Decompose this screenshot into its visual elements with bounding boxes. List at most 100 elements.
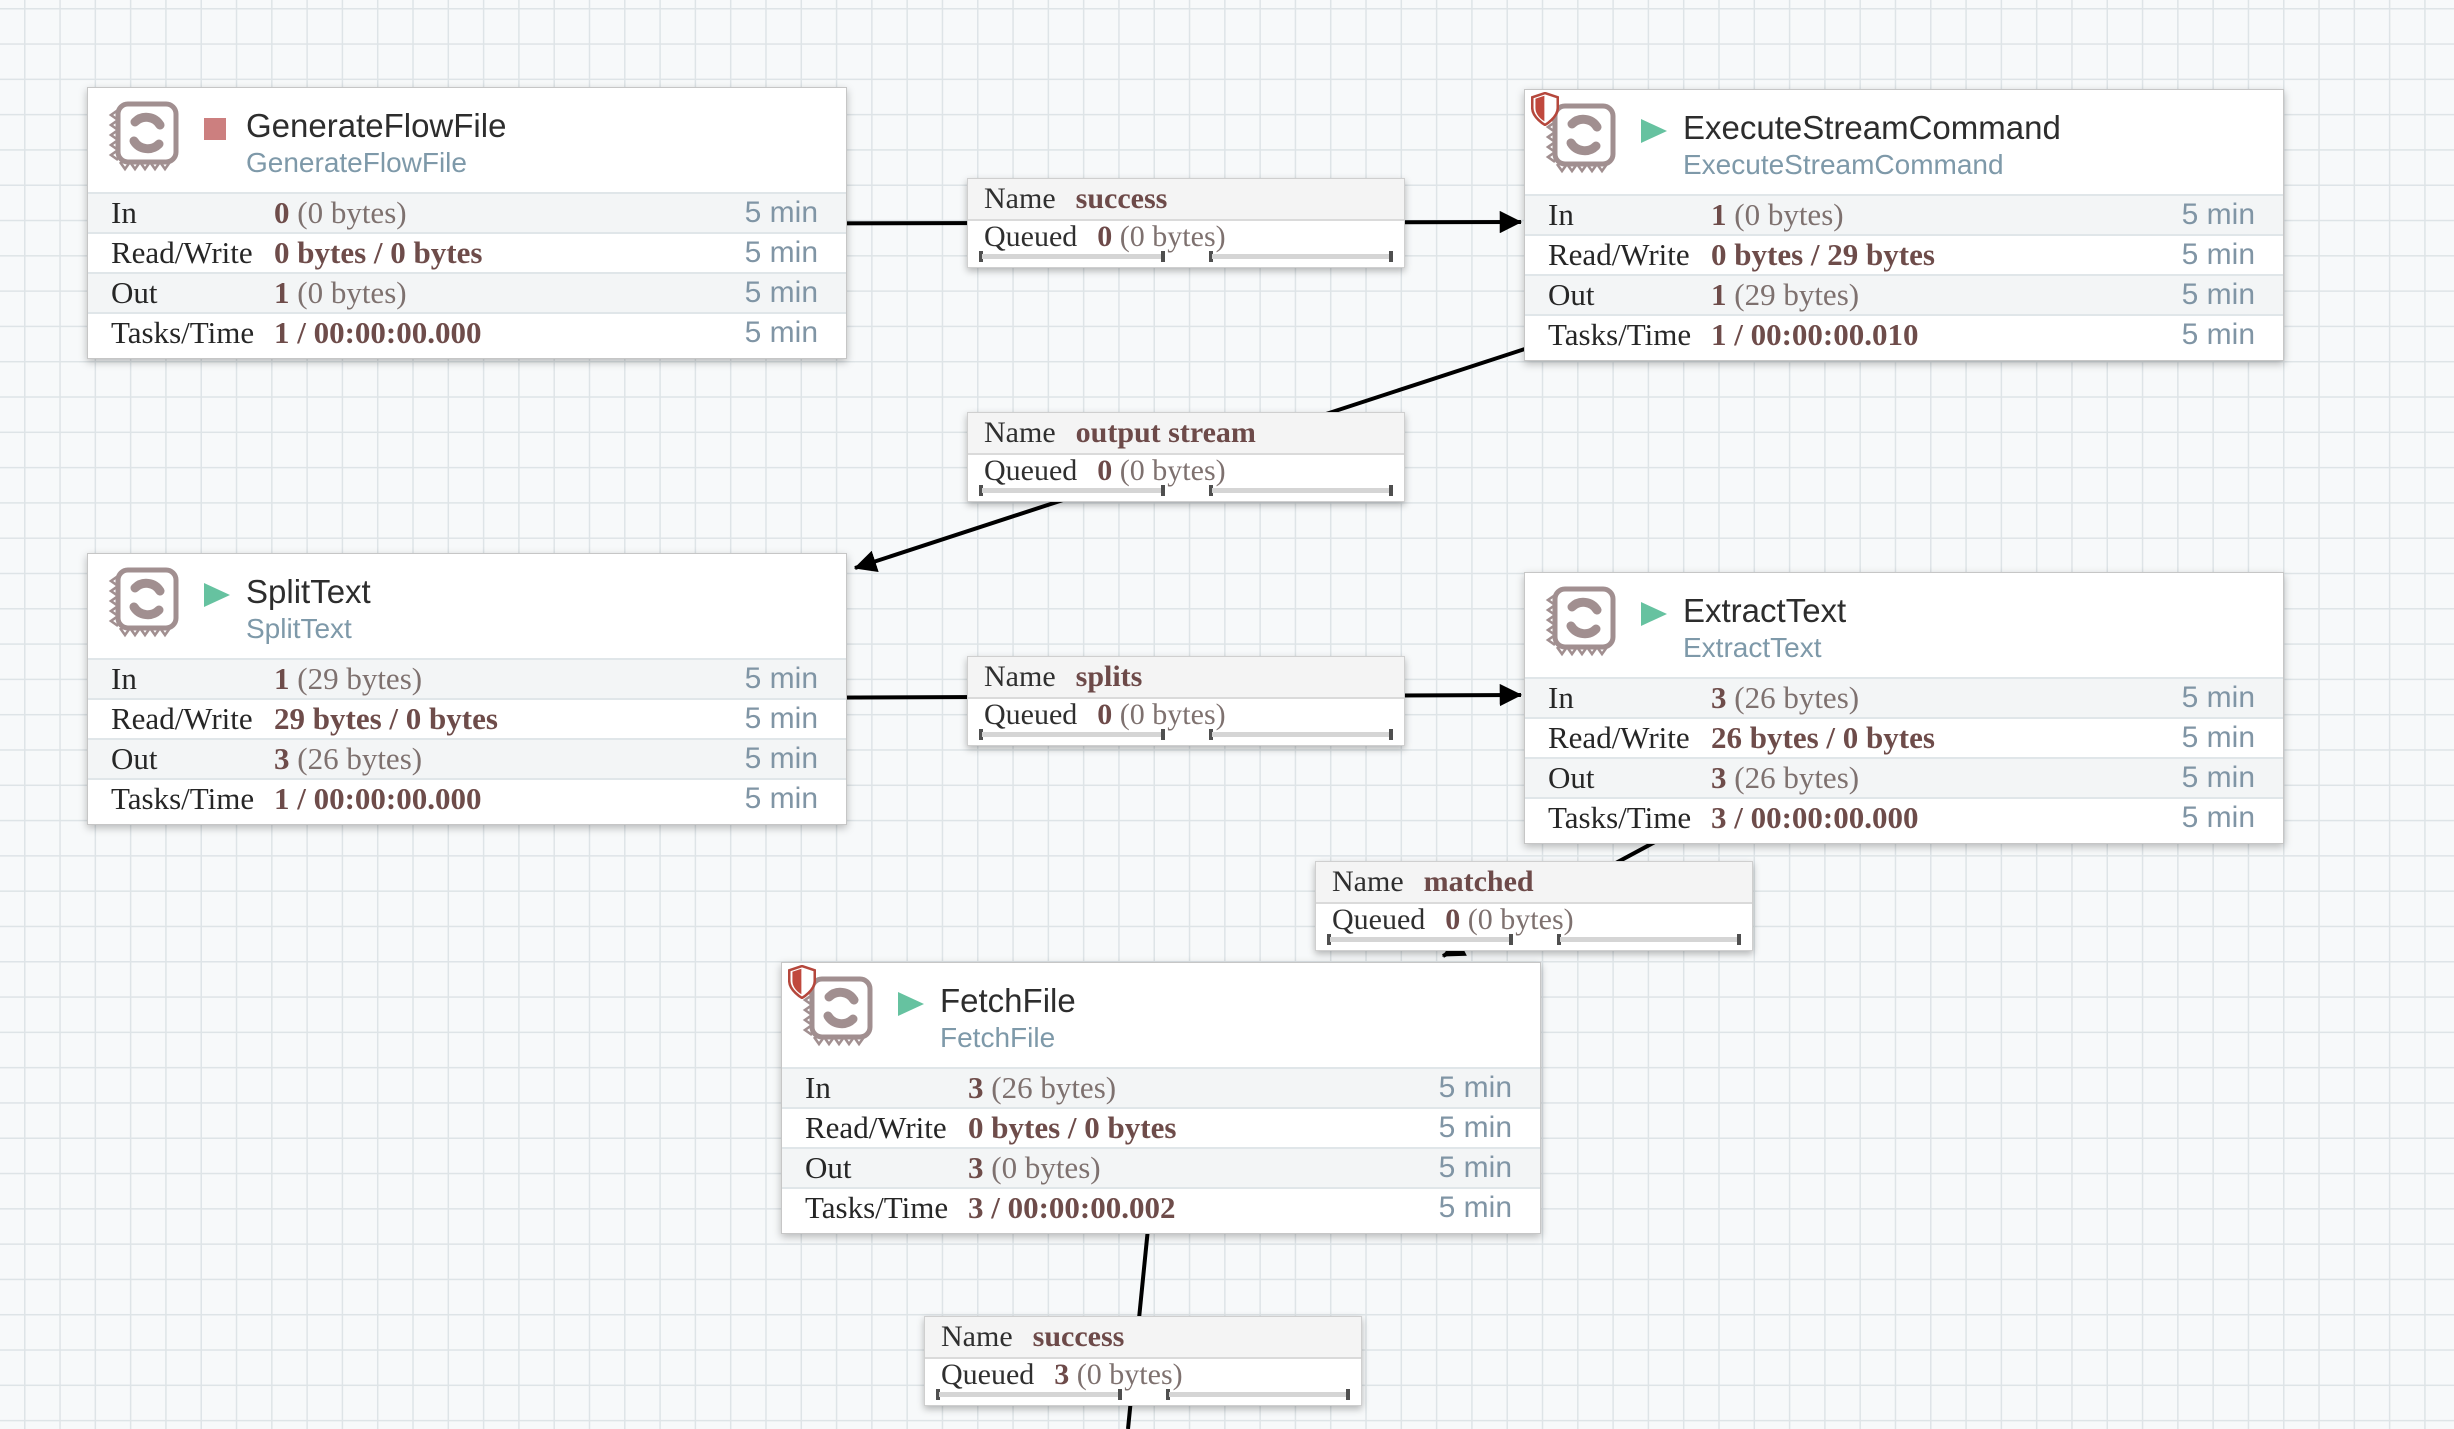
processor-name: ExtractText [1683,592,1847,629]
name-key: Name [984,660,1056,693]
running-icon [1641,602,1667,626]
queued-key: Queued [984,454,1078,487]
name-key: Name [941,1320,1013,1353]
stat-label: Out [1548,760,1595,795]
running-icon [1641,119,1667,143]
processor-stats: In 3 (26 bytes) 5 min Read/Write 26 byte… [1525,677,2283,837]
stat-label: Tasks/Time [805,1190,949,1225]
queued-key: Queued [941,1358,1035,1391]
stat-row: Tasks/Time 1 / 00:00:00.000 5 min [88,778,846,818]
processor-node[interactable]: ExtractText ExtractText In 3 (26 bytes) … [1524,572,2284,844]
stat-window: 5 min [744,662,818,695]
queue-size-bar [1209,729,1393,741]
stat-window: 5 min [744,196,818,229]
stat-value: 3 (26 bytes) [1711,760,1860,795]
stat-row: Out 3 (0 bytes) 5 min [782,1147,1540,1187]
queued-count: 0 [1097,454,1113,487]
stat-window: 5 min [2181,801,2255,834]
stat-value: 29 bytes / 0 bytes [274,701,498,736]
stat-value: 1 (29 bytes) [274,661,423,696]
processor-header: SplitText SplitText [88,554,846,658]
processor-icon [1545,103,1616,174]
name-key: Name [984,182,1056,215]
stat-window: 5 min [1438,1191,1512,1224]
stat-row: Read/Write 26 bytes / 0 bytes 5 min [1525,717,2283,757]
queue-indicators [968,485,1404,497]
queue-size-bar [1209,485,1393,497]
stat-window: 5 min [2181,198,2255,231]
processor-header: ExtractText ExtractText [1525,573,2283,677]
processor-type: FetchFile [940,1022,1056,1053]
stopped-icon [204,118,226,140]
stat-value: 3 (26 bytes) [968,1070,1117,1105]
processor-node[interactable]: GenerateFlowFile GenerateFlowFile In 0 (… [87,87,847,359]
queued-key: Queued [1332,903,1426,936]
stat-label: Read/Write [805,1110,947,1145]
stat-value: 1 / 00:00:00.000 [274,781,482,816]
processor-type: ExecuteStreamCommand [1683,149,2004,180]
processor-node[interactable]: FetchFile FetchFile In 3 (26 bytes) 5 mi… [781,962,1541,1234]
stat-label: Read/Write [111,701,253,736]
queued-bytes: (0 bytes) [1069,1358,1183,1391]
queue-indicators [925,1389,1361,1401]
processor-type: GenerateFlowFile [246,147,467,178]
connection-label[interactable]: Name success Queued 3 (0 bytes) [924,1316,1362,1406]
stat-row: Read/Write 0 bytes / 0 bytes 5 min [88,232,846,272]
stat-row: In 1 (0 bytes) 5 min [1525,194,2283,234]
stat-row: Read/Write 29 bytes / 0 bytes 5 min [88,698,846,738]
processor-node[interactable]: ExecuteStreamCommand ExecuteStreamComman… [1524,89,2284,361]
stat-row: Out 1 (0 bytes) 5 min [88,272,846,312]
stat-value: 3 / 00:00:00.002 [968,1190,1176,1225]
stat-row: Out 3 (26 bytes) 5 min [1525,757,2283,797]
stat-window: 5 min [2181,761,2255,794]
queued-count: 0 [1445,903,1461,936]
connection-queued-row: Queued 0 (0 bytes) [1316,903,1752,936]
processor-name: GenerateFlowFile [246,107,507,144]
stat-row: In 1 (29 bytes) 5 min [88,658,846,698]
stat-label: In [111,195,137,230]
stat-window: 5 min [1438,1111,1512,1144]
connection-name-row: Name splits [968,657,1404,699]
stat-label: Tasks/Time [1548,800,1692,835]
processor-stats: In 1 (29 bytes) 5 min Read/Write 29 byte… [88,658,846,818]
stat-window: 5 min [2181,681,2255,714]
connection-label[interactable]: Name output stream Queued 0 (0 bytes) [967,412,1405,502]
stat-row: Read/Write 0 bytes / 29 bytes 5 min [1525,234,2283,274]
connection-queued-row: Queued 0 (0 bytes) [968,454,1404,487]
queue-count-bar [979,251,1165,263]
stat-row: Tasks/Time 3 / 00:00:00.002 5 min [782,1187,1540,1227]
stat-value: 26 bytes / 0 bytes [1711,720,1935,755]
stat-value: 0 bytes / 0 bytes [274,235,483,270]
queued-key: Queued [984,220,1078,253]
stat-label: In [805,1070,831,1105]
stat-row: In 3 (26 bytes) 5 min [782,1067,1540,1107]
restricted-shield-icon [788,965,816,999]
processor-node[interactable]: SplitText SplitText In 1 (29 bytes) 5 mi… [87,553,847,825]
processor-header: GenerateFlowFile GenerateFlowFile [88,88,846,192]
connection-queued-row: Queued 0 (0 bytes) [968,220,1404,253]
processor-stats: In 0 (0 bytes) 5 min Read/Write 0 bytes … [88,192,846,352]
connection-label[interactable]: Name success Queued 0 (0 bytes) [967,178,1405,268]
stat-window: 5 min [1438,1071,1512,1104]
queue-size-bar [1209,251,1393,263]
queued-bytes: (0 bytes) [1112,220,1226,253]
queued-bytes: (0 bytes) [1112,454,1226,487]
connection-label[interactable]: Name matched Queued 0 (0 bytes) [1315,861,1753,951]
stat-label: In [1548,197,1574,232]
stat-value: 1 (29 bytes) [1711,277,1860,312]
connection-name-value: matched [1423,865,1534,898]
connection-label[interactable]: Name splits Queued 0 (0 bytes) [967,656,1405,746]
stat-row: Read/Write 0 bytes / 0 bytes 5 min [782,1107,1540,1147]
running-icon [204,583,230,607]
stat-label: Tasks/Time [111,315,255,350]
stat-value: 1 (0 bytes) [274,275,407,310]
stat-window: 5 min [744,782,818,815]
stat-value: 1 / 00:00:00.010 [1711,317,1919,352]
queued-bytes: (0 bytes) [1460,903,1574,936]
stat-label: In [1548,680,1574,715]
stat-value: 1 (0 bytes) [1711,197,1844,232]
connection-name-value: success [1075,182,1168,215]
queue-count-bar [979,729,1165,741]
connection-queued-row: Queued 3 (0 bytes) [925,1358,1361,1391]
